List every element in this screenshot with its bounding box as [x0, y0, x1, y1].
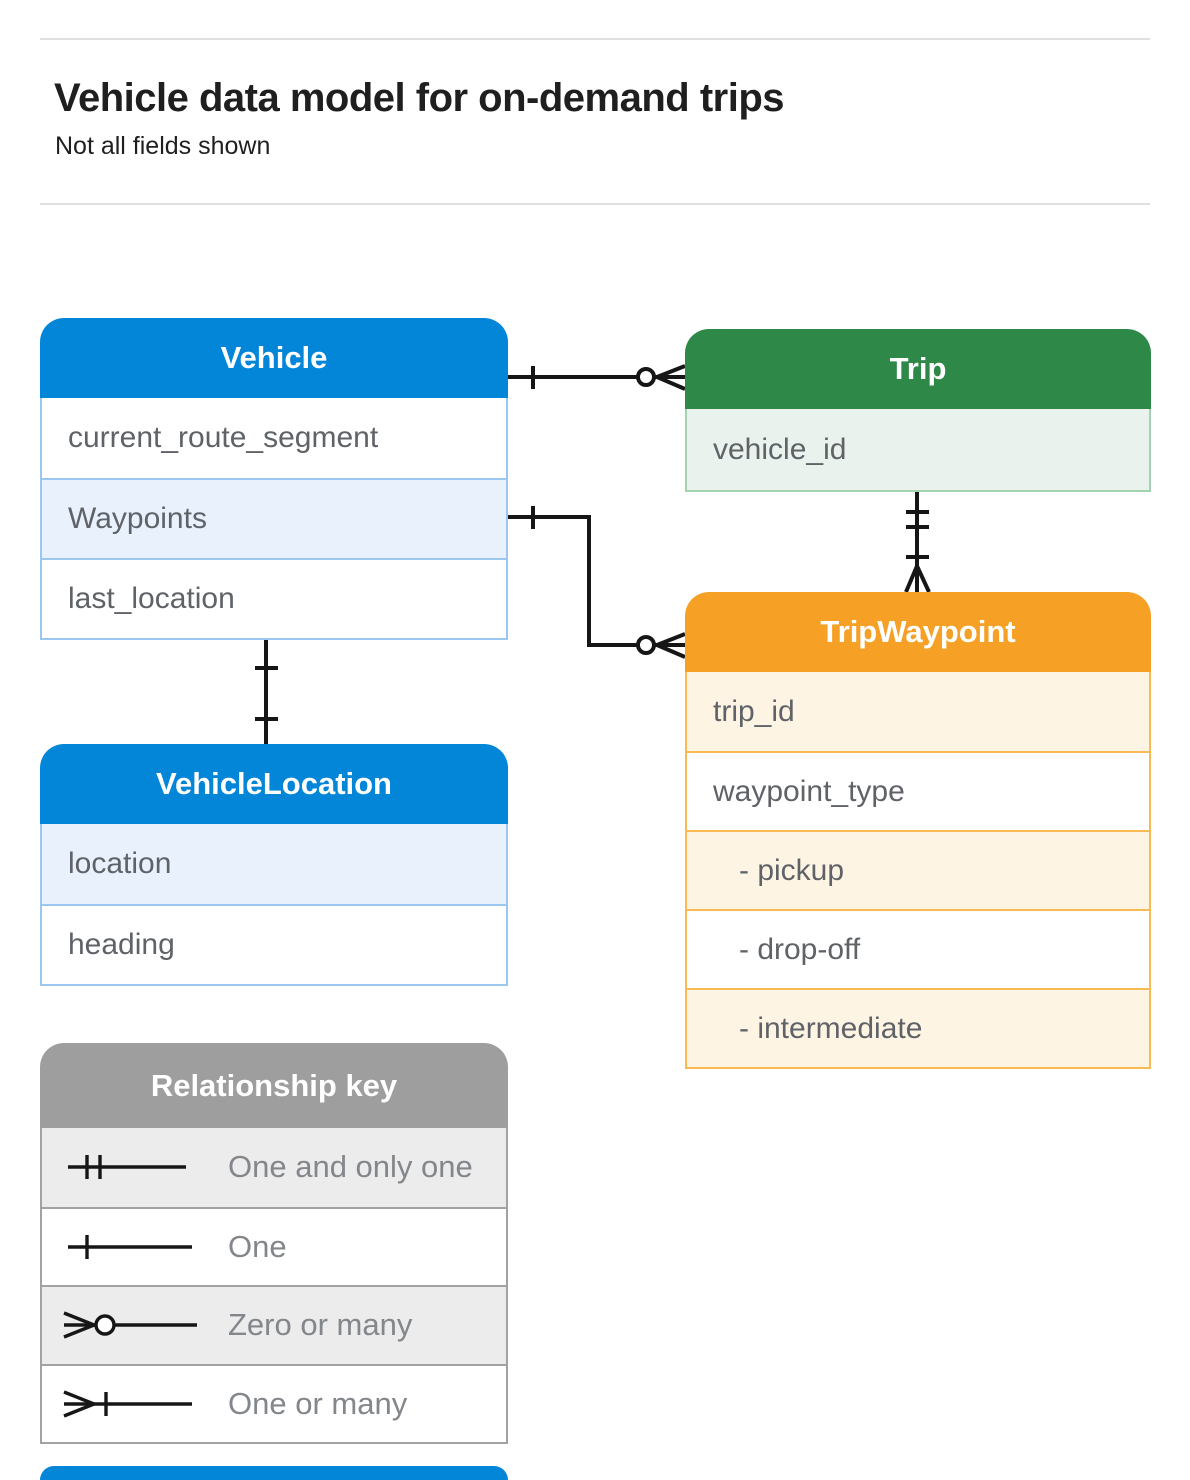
enum-intermediate: - intermediate: [687, 988, 1149, 1067]
page-subtitle: Not all fields shown: [55, 132, 271, 160]
entity-vehicle: Vehicle current_route_segment Waypoints …: [40, 318, 508, 640]
cropped-box-header: [40, 1466, 508, 1480]
zero-or-many-icon: [62, 1305, 212, 1345]
entity-vehiclelocation-header: VehicleLocation: [40, 744, 508, 824]
entity-tripwaypoint-header: TripWaypoint: [685, 592, 1151, 672]
entity-trip-header: Trip: [685, 329, 1151, 409]
key-label: One: [228, 1228, 287, 1264]
field-waypoint-type: waypoint_type: [687, 751, 1149, 830]
key-row-zero-or-many: Zero or many: [42, 1285, 506, 1364]
divider-top: [40, 38, 1150, 40]
one-icon: [62, 1227, 212, 1267]
relationship-key-header: Relationship key: [40, 1043, 508, 1128]
one-and-only-one-icon: [62, 1147, 212, 1187]
key-label: One and only one: [228, 1149, 473, 1185]
one-or-many-icon: [62, 1384, 212, 1424]
key-row-one-and-only-one: One and only one: [42, 1128, 506, 1207]
key-row-one: One: [42, 1206, 506, 1286]
zero-or-many-circle-icon: [636, 367, 656, 387]
entity-tripwaypoint: TripWaypoint trip_id waypoint_type - pic…: [685, 592, 1151, 1069]
enum-drop-off: - drop-off: [687, 909, 1149, 988]
entity-trip: Trip vehicle_id: [685, 329, 1151, 492]
field-current-route-segment: current_route_segment: [68, 421, 379, 454]
connector-trip-to-tripwaypoint: [904, 490, 931, 593]
key-label: One or many: [228, 1385, 408, 1421]
zero-or-many-circle-icon: [636, 635, 656, 655]
field-vehicle-id: vehicle_id: [687, 409, 1149, 490]
page-title: Vehicle data model for on-demand trips: [54, 76, 785, 120]
enum-pickup: - pickup: [687, 830, 1149, 909]
field-location: location: [42, 824, 506, 904]
relationship-key: Relationship key One and only one: [40, 1043, 508, 1444]
connector-waypoints-to-tripwaypoint: [508, 506, 686, 659]
connector-vehicle-to-vehiclelocation: [255, 638, 278, 744]
connector-vehicle-to-trip: [508, 364, 686, 391]
field-heading: heading: [42, 904, 506, 984]
divider-under-subtitle: [40, 203, 1150, 205]
entity-vehicle-header: Vehicle: [40, 318, 508, 398]
entity-vehiclelocation: VehicleLocation location heading: [40, 744, 508, 986]
key-row-one-or-many: One or many: [42, 1363, 506, 1443]
key-label: Zero or many: [228, 1307, 413, 1343]
field-trip-id: trip_id: [687, 672, 1149, 751]
field-waypoints: Waypoints: [42, 478, 506, 558]
field-last-location: last_location: [42, 558, 506, 638]
